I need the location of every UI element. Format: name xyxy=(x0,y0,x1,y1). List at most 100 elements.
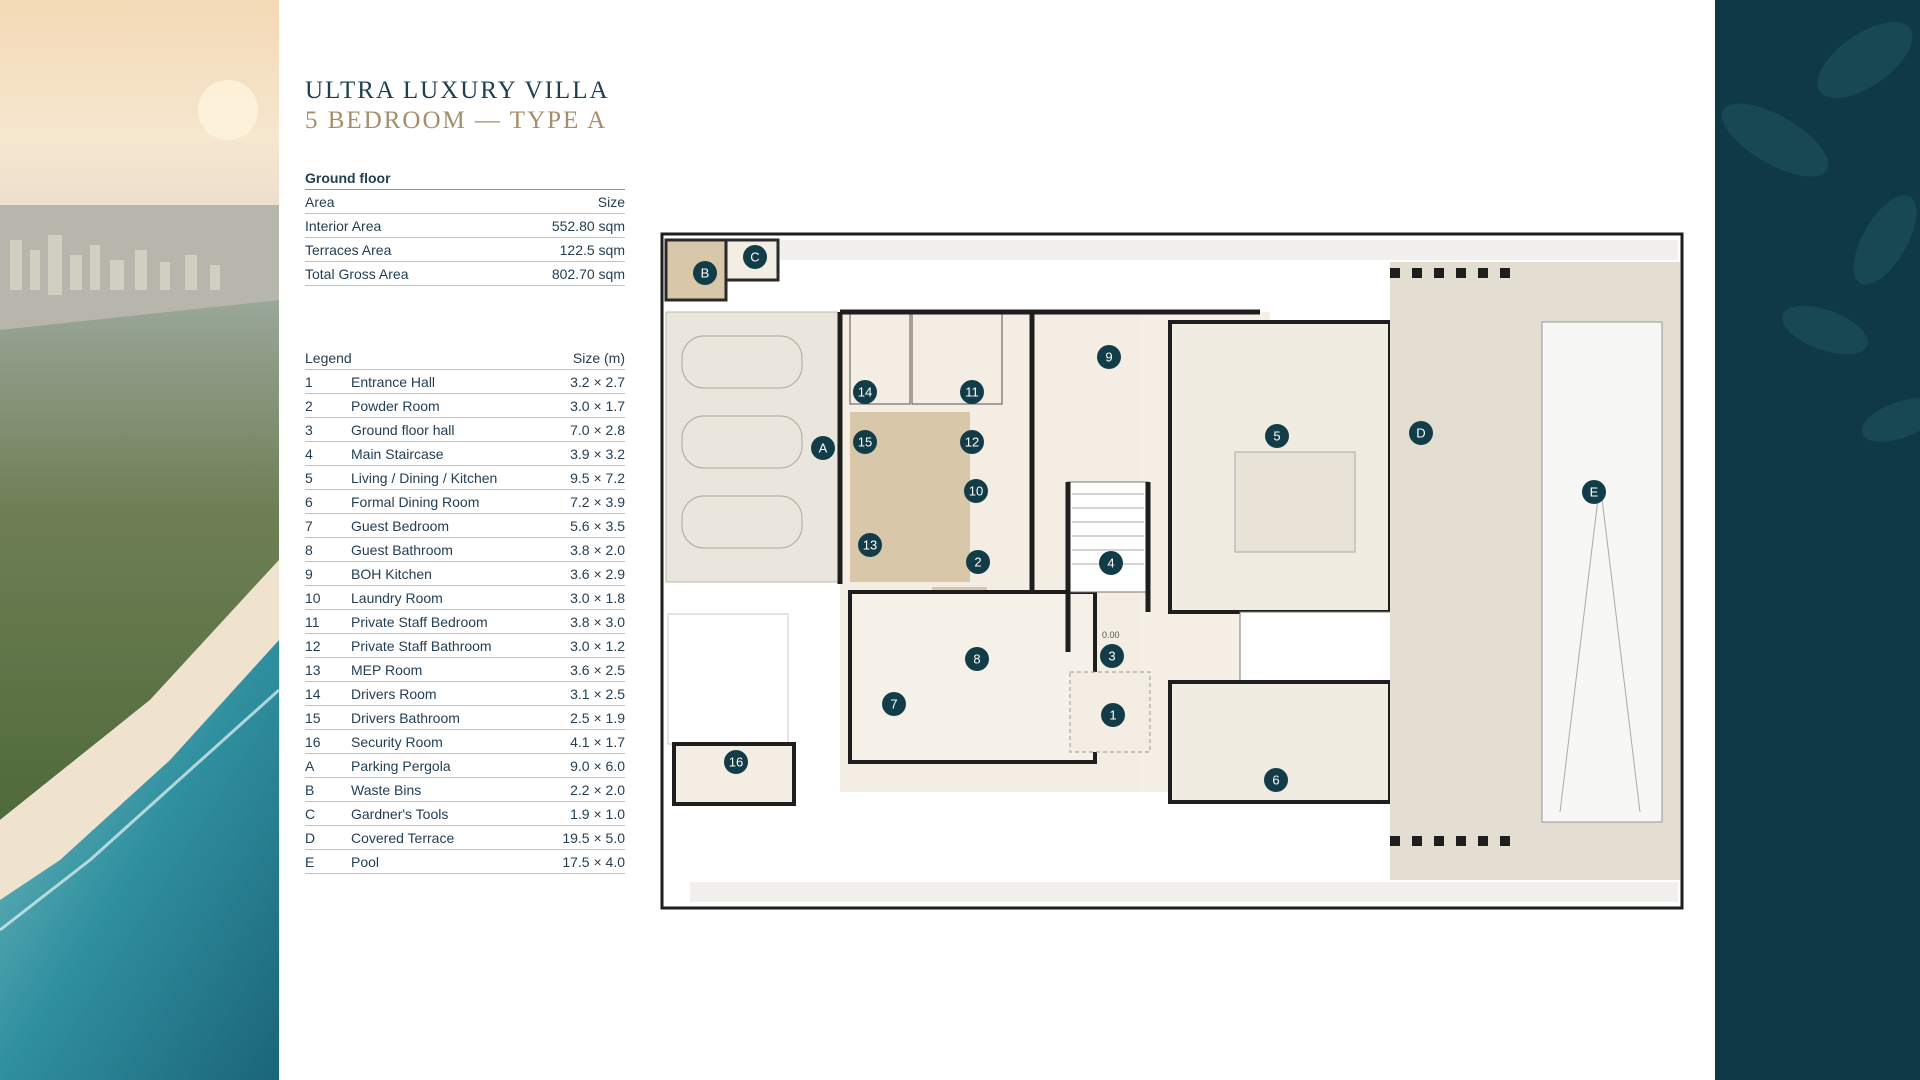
area-label: Total Gross Area xyxy=(305,261,493,286)
marker-4: 4 xyxy=(1099,551,1123,575)
legend-name: Ground floor hall xyxy=(351,417,543,442)
legend-name: Security Room xyxy=(351,729,543,754)
svg-text:3: 3 xyxy=(1108,649,1115,664)
pool xyxy=(1541,321,1663,823)
legend-name: Laundry Room xyxy=(351,585,543,610)
legend-name: Parking Pergola xyxy=(351,753,543,778)
main-walls xyxy=(837,309,1260,652)
marker-13: 13 xyxy=(858,533,882,557)
legend-key: 14 xyxy=(305,681,351,706)
leaf-icon xyxy=(1721,21,1920,442)
legend-key: 9 xyxy=(305,561,351,586)
area-table-heading: Ground floor xyxy=(305,166,625,190)
aerial-photo-illustration xyxy=(0,0,279,1080)
svg-text:2: 2 xyxy=(974,555,981,570)
svg-text:9: 9 xyxy=(1105,350,1112,365)
legend-key: E xyxy=(305,849,351,874)
legend-name: Powder Room xyxy=(351,393,543,418)
legend-heading: Legend xyxy=(305,346,543,370)
svg-text:7: 7 xyxy=(890,697,897,712)
legend-key: 6 xyxy=(305,489,351,514)
marker-1: 1 xyxy=(1101,703,1125,727)
legend-key: 11 xyxy=(305,609,351,634)
legend-name: Private Staff Bedroom xyxy=(351,609,543,634)
legend-key: 10 xyxy=(305,585,351,610)
svg-text:A: A xyxy=(819,441,828,456)
legend-key: D xyxy=(305,825,351,850)
planting-strip-top xyxy=(690,240,1678,260)
legend-key: A xyxy=(305,753,351,778)
planting-strip-bottom xyxy=(690,882,1678,902)
legend-size: 3.2 × 2.7 xyxy=(542,369,625,394)
legend-size: 3.0 × 1.8 xyxy=(542,585,625,610)
level-mark: 0.00 xyxy=(1102,630,1120,640)
svg-text:C: C xyxy=(750,250,759,265)
room-markers: 1 2 3 4 5 6 7 8 9 10 11 12 13 14 15 16 A… xyxy=(693,245,1606,792)
legend-size: 3.0 × 1.7 xyxy=(542,393,625,418)
legend-size: 3.9 × 3.2 xyxy=(542,441,625,466)
legend-name: Gardner's Tools xyxy=(351,801,543,826)
area-label: Terraces Area xyxy=(305,237,493,262)
legend-name: Pool xyxy=(351,849,543,874)
svg-text:16: 16 xyxy=(729,755,743,770)
floor-plan-drawing: 0.00 1 2 3 4 5 6 7 8 9 10 11 12 13 14 15… xyxy=(660,232,1684,910)
area-size: 122.5 sqm xyxy=(492,237,625,262)
area-size: 802.70 sqm xyxy=(492,261,625,286)
legend-key: 3 xyxy=(305,417,351,442)
marker-E: E xyxy=(1582,480,1606,504)
legend-size: 9.5 × 7.2 xyxy=(542,465,625,490)
legend-name: BOH Kitchen xyxy=(351,561,543,586)
table-row: Interior Area 552.80 sqm xyxy=(305,213,625,238)
marker-7: 7 xyxy=(882,692,906,716)
ground-floor-area-table: Ground floor Area Size Interior Area 552… xyxy=(305,166,625,286)
legend-size: 19.5 × 5.0 xyxy=(542,825,625,850)
legend-key: 16 xyxy=(305,729,351,754)
legend-header-row: Legend Size (m) xyxy=(305,346,625,370)
legend-size: 1.9 × 1.0 xyxy=(542,801,625,826)
floor-plan: 0.00 1 2 3 4 5 6 7 8 9 10 11 12 13 14 15… xyxy=(660,232,1684,910)
title-line-1: ULTRA LUXURY VILLA xyxy=(305,77,610,104)
guest-bedroom xyxy=(848,590,1097,764)
svg-text:5: 5 xyxy=(1273,429,1280,444)
table-row: Terraces Area 122.5 sqm xyxy=(305,237,625,262)
svg-text:14: 14 xyxy=(858,385,872,400)
legend-key: 4 xyxy=(305,441,351,466)
legend-key: 8 xyxy=(305,537,351,562)
marker-15: 15 xyxy=(853,430,877,454)
legend-size: 3.6 × 2.9 xyxy=(542,561,625,586)
legend-name: Private Staff Bathroom xyxy=(351,633,543,658)
svg-text:8: 8 xyxy=(973,652,980,667)
legend-key: B xyxy=(305,777,351,802)
svg-text:12: 12 xyxy=(965,435,979,450)
legend-size: 2.5 × 1.9 xyxy=(542,705,625,730)
marker-C: C xyxy=(743,245,767,269)
marker-12: 12 xyxy=(960,430,984,454)
svg-text:B: B xyxy=(701,266,710,281)
legend-size: 3.0 × 1.2 xyxy=(542,633,625,658)
marker-5: 5 xyxy=(1265,424,1289,448)
marker-14: 14 xyxy=(853,380,877,404)
legend-key: 1 xyxy=(305,369,351,394)
legend-size: 9.0 × 6.0 xyxy=(542,753,625,778)
svg-text:11: 11 xyxy=(965,385,979,400)
legend-size: 4.1 × 1.7 xyxy=(542,729,625,754)
title-line-2: 5 BEDROOM — TYPE A xyxy=(305,107,608,134)
legend-key: 7 xyxy=(305,513,351,538)
svg-text:1: 1 xyxy=(1109,708,1116,723)
staff-bedroom xyxy=(911,311,1003,405)
legend-size: 3.8 × 2.0 xyxy=(542,537,625,562)
legend-name: MEP Room xyxy=(351,657,543,682)
decorative-leaf-panel xyxy=(1715,0,1920,1080)
